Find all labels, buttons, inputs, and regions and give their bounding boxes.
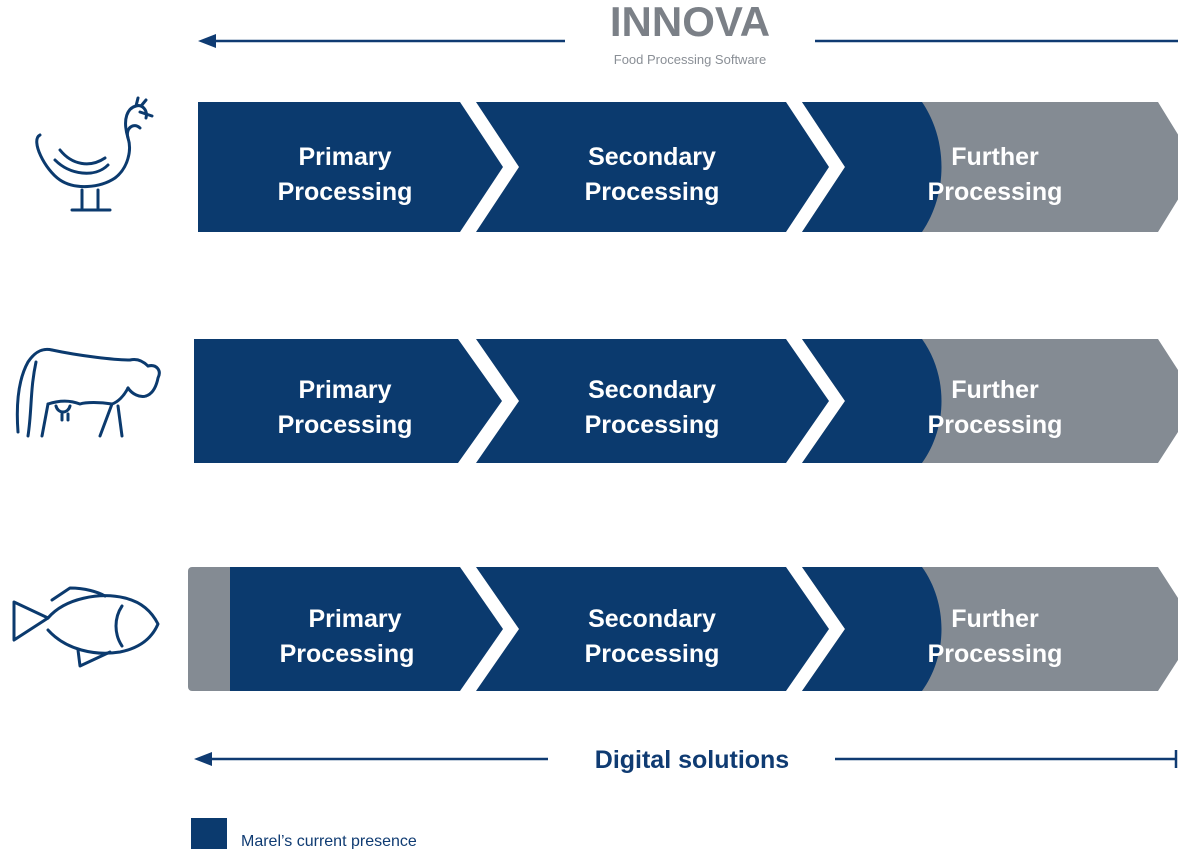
stage-primary-chevron <box>198 102 503 232</box>
stage-primary-line1: Primary <box>298 376 391 404</box>
stage-secondary-chevron <box>476 567 829 691</box>
stage-primary-line2: Processing <box>278 178 413 206</box>
stage-primary-line2: Processing <box>280 640 415 668</box>
stage-further-presence-segment <box>802 339 942 463</box>
row-meat-chain: Primary Processing Secondary Processing … <box>194 339 1178 463</box>
legend: Marel’s current presence <box>191 818 417 849</box>
stage-primary-line1: Primary <box>298 143 391 171</box>
innova-logo-tagline: Food Processing Software <box>614 52 766 67</box>
row-poultry: Primary Processing Secondary Processing … <box>35 96 1178 232</box>
stage-secondary-line1: Secondary <box>588 143 716 171</box>
row-fish: Primary Processing Secondary Processing … <box>12 567 1178 691</box>
stage-primary-chevron <box>230 567 503 691</box>
stage-secondary-line1: Secondary <box>588 605 716 633</box>
row-fish-chain: Primary Processing Secondary Processing … <box>188 567 1178 691</box>
stage-primary-line1: Primary <box>308 605 401 633</box>
stage-secondary-chevron <box>476 339 829 463</box>
stage-further-line1: Further <box>951 376 1039 404</box>
stage-primary-chevron <box>194 339 502 463</box>
legend-swatch <box>191 818 227 849</box>
fish-icon <box>12 586 160 668</box>
stage-primary-line2: Processing <box>278 411 413 439</box>
stage-secondary-chevron <box>476 102 829 232</box>
row-meat: Primary Processing Secondary Processing … <box>15 339 1178 463</box>
stage-secondary-line2: Processing <box>585 640 720 668</box>
stage-further-line2: Processing <box>928 411 1063 439</box>
innova-logo-text: INNOVA <box>610 0 770 45</box>
stage-secondary-line2: Processing <box>585 178 720 206</box>
stage-further-line2: Processing <box>928 640 1063 668</box>
row-poultry-chain: Primary Processing Secondary Processing … <box>198 102 1178 232</box>
legend-label: Marel’s current presence <box>241 833 417 849</box>
innova-arrow <box>198 34 1178 48</box>
innova-arrowhead-left <box>198 34 216 48</box>
stage-further-line1: Further <box>951 143 1039 171</box>
primary-pre-segment-grey <box>188 567 235 691</box>
cow-icon <box>15 347 161 438</box>
digital-solutions-arrow: Digital solutions <box>194 746 1178 774</box>
stage-further-line1: Further <box>951 605 1039 633</box>
stage-further-line2: Processing <box>928 178 1063 206</box>
stage-secondary-line2: Processing <box>585 411 720 439</box>
stage-further-presence-segment <box>802 102 942 232</box>
digital-arrowhead-left <box>194 752 212 766</box>
innova-logo: INNOVA Food Processing Software <box>610 0 770 67</box>
stage-secondary-line1: Secondary <box>588 376 716 404</box>
digital-solutions-label: Digital solutions <box>595 746 789 774</box>
stage-further-presence-segment <box>802 567 942 691</box>
chicken-icon <box>35 96 154 212</box>
